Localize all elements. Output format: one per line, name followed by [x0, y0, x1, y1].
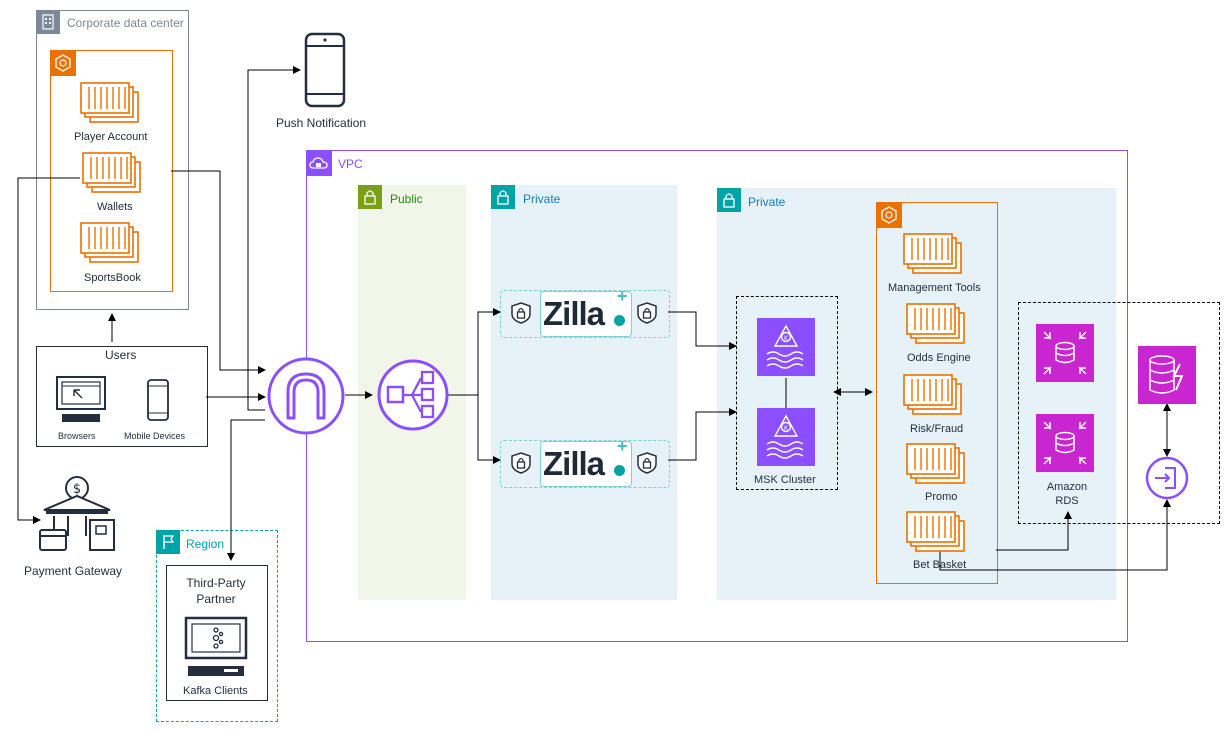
payment-gateway-label: Payment Gateway — [24, 564, 123, 578]
public-lock-icon — [358, 185, 382, 209]
asg-icon-corporate — [50, 50, 76, 76]
instances-icon — [80, 82, 140, 129]
svg-text:K: K — [784, 425, 789, 432]
private-lock-icon-1 — [491, 185, 515, 209]
service-label: Wallets — [97, 201, 133, 213]
instances-icon — [906, 443, 966, 490]
public-title: Public — [390, 192, 423, 206]
shield-lock-icon — [636, 302, 658, 329]
building-icon — [36, 10, 60, 34]
flag-icon — [156, 530, 180, 554]
service-label: Odds Engine — [907, 352, 971, 364]
rds-database-icon[interactable] — [1036, 414, 1094, 472]
svg-text:K: K — [784, 335, 789, 342]
msk-cluster-label: MSK Cluster — [754, 474, 816, 486]
region-group — [156, 530, 278, 722]
instances-icon — [906, 511, 966, 558]
zilla-logo-dot — [614, 315, 625, 326]
zilla-logo-text: Zilla — [543, 445, 605, 482]
push-notification-label: Push Notification — [276, 116, 367, 130]
zilla-gateway-2[interactable]: Zilla + — [540, 436, 632, 487]
instances-icon — [903, 233, 963, 280]
kafka-clients-label: Kafka Clients — [183, 685, 248, 697]
corporate-title: Corporate data center — [67, 16, 184, 30]
instances-icon — [903, 374, 963, 421]
instances-icon — [906, 303, 966, 350]
service-label: Promo — [925, 491, 958, 503]
private-subnet-1 — [491, 185, 677, 600]
shield-lock-icon — [510, 452, 532, 479]
rds-database-icon[interactable] — [1036, 324, 1094, 382]
service-label: Player Account — [74, 131, 148, 143]
mobile-phone-icon — [304, 32, 346, 113]
rds-label: Amazon RDS — [1046, 481, 1088, 507]
asg-icon-services — [876, 202, 902, 228]
dynamodb-icon[interactable] — [1138, 346, 1196, 404]
vpc-cloud-icon — [306, 150, 332, 176]
svg-text:$: $ — [73, 482, 81, 497]
partner-box — [166, 565, 268, 701]
browsers-label: Browsers — [58, 431, 96, 441]
shield-lock-icon — [636, 452, 658, 479]
zilla-plus-icon: + — [617, 436, 628, 456]
service-label: Risk/Fraud — [910, 423, 964, 435]
services-asg-group — [876, 202, 998, 584]
service-label: Bet Basket — [913, 559, 967, 571]
service-label: Management Tools — [888, 282, 981, 294]
region-title: Region — [186, 537, 225, 551]
zilla-group-2 — [500, 440, 670, 488]
corporate-data-center-group — [36, 10, 189, 310]
vpc-endpoint-icon[interactable] — [1145, 456, 1189, 505]
partner-label: Third-Party Partner — [186, 576, 246, 606]
zilla-logo-text: Zilla — [543, 295, 605, 332]
zilla-logo-dot — [614, 465, 625, 476]
private-title-2: Private — [748, 195, 786, 209]
zilla-gateway-1[interactable]: Zilla + — [540, 286, 632, 337]
mobile-client-icon — [147, 379, 169, 426]
mobile-devices-label: Mobile Devices — [124, 431, 186, 441]
bank-icon: $ — [38, 474, 116, 559]
internet-gateway-icon[interactable] — [266, 356, 346, 441]
private-lock-icon-2 — [717, 188, 741, 212]
rds-group — [1018, 302, 1220, 524]
private-title-1: Private — [523, 192, 561, 206]
service-label: SportsBook — [84, 272, 141, 284]
load-balancer-icon[interactable] — [376, 358, 450, 437]
instances-icon — [82, 152, 142, 199]
users-title: Users — [105, 348, 137, 362]
instances-icon — [80, 222, 140, 269]
kafka-client-icon — [184, 616, 248, 685]
desktop-client-icon — [56, 376, 106, 429]
shield-lock-icon — [510, 302, 532, 329]
vpc-title: VPC — [338, 157, 363, 171]
msk-broker-icon[interactable]: K — [757, 408, 815, 466]
zilla-plus-icon: + — [617, 286, 628, 306]
msk-broker-icon[interactable]: K — [757, 318, 815, 376]
